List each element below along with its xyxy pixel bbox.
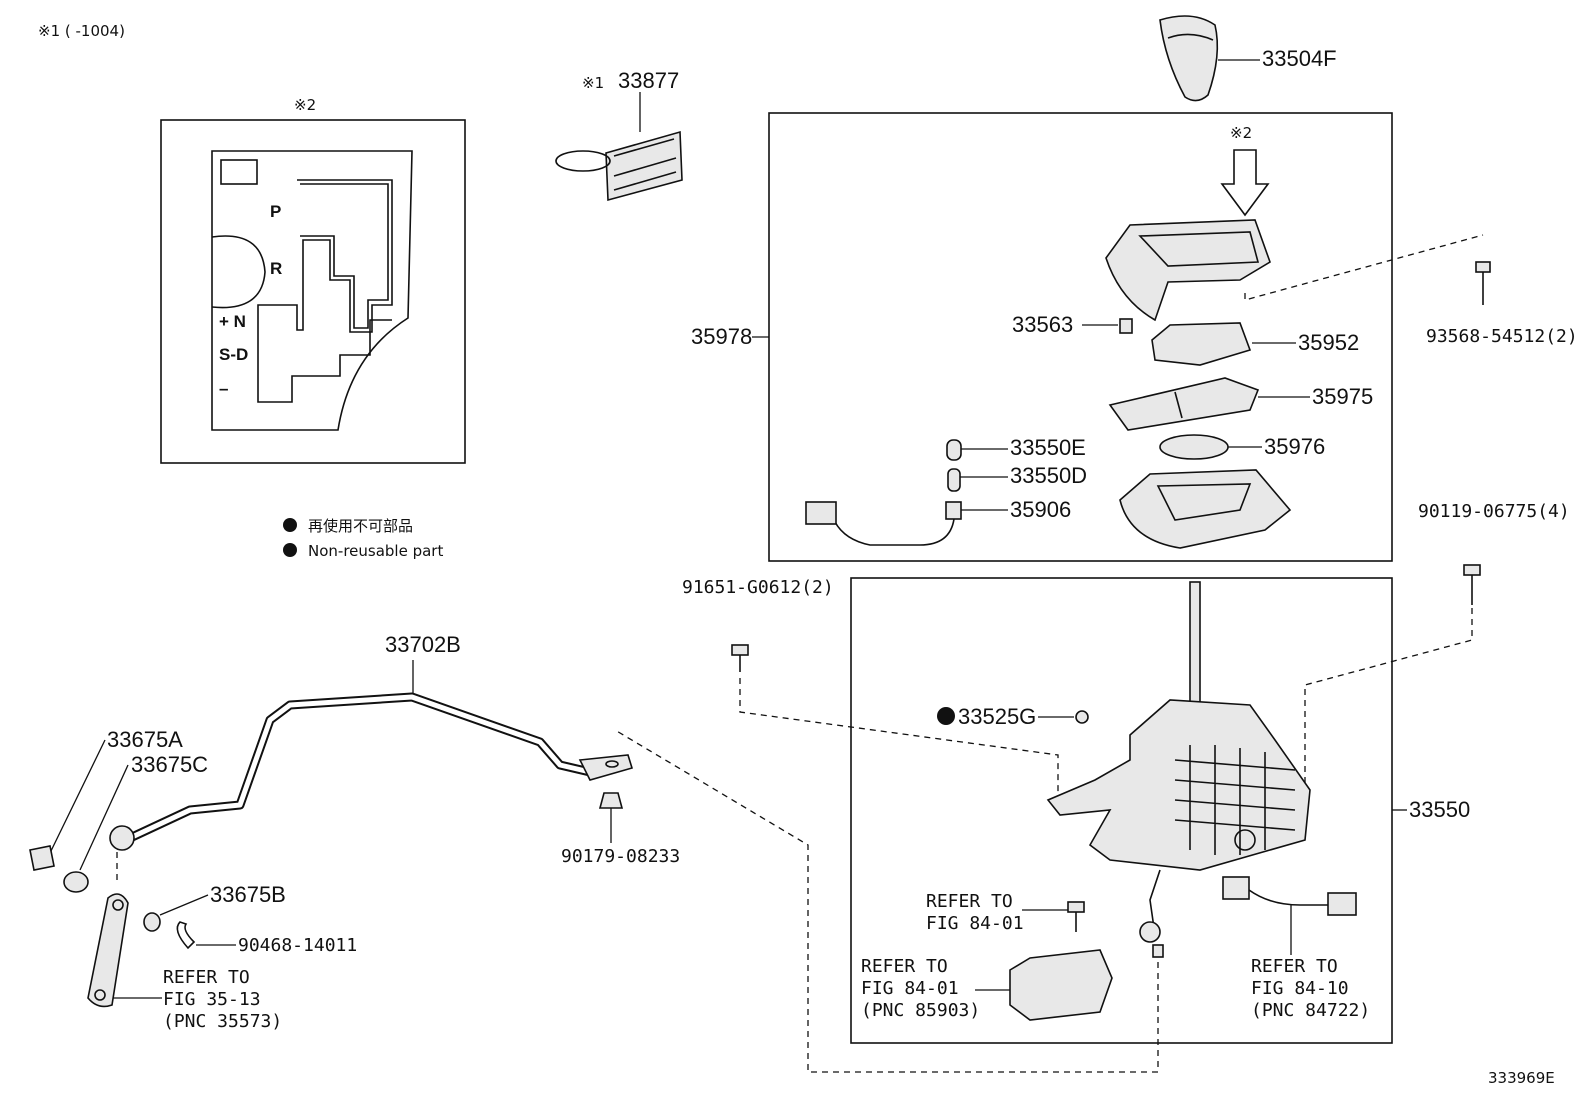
shift-lever-assembly xyxy=(1046,581,1311,958)
part-35952-shape xyxy=(1151,322,1252,366)
part-33550-label: 33550 xyxy=(1409,797,1470,822)
gate-knob-cutout xyxy=(211,235,266,309)
refer2-line1: REFER TO xyxy=(926,891,1013,912)
gate-pos-minus: – xyxy=(219,379,228,398)
note-1: ※1 ( -1004) xyxy=(38,22,125,40)
part-33877-label: 33877 xyxy=(618,68,679,93)
part-33675C-label: 33675C xyxy=(131,752,208,777)
part-33675C-shape xyxy=(63,871,89,893)
shift-gate-inset: ※2 P R + N S-D – xyxy=(160,96,466,464)
indicator-housing-shape xyxy=(1105,219,1271,322)
part-33525G-label: 33525G xyxy=(958,704,1036,729)
bolt-91651-icon xyxy=(731,644,749,656)
connector-84722-right xyxy=(1327,892,1357,916)
gate-mark: ※2 xyxy=(294,96,316,114)
part-93568-label: 93568-54512(2) xyxy=(1426,326,1578,347)
gate-slot-inner xyxy=(300,183,389,329)
part-33550D-shape xyxy=(947,468,961,492)
gate-indicator-window xyxy=(220,159,258,185)
part-35976-shape xyxy=(1159,434,1229,460)
bolt-90119-icon xyxy=(1463,564,1481,576)
nut-90179-icon xyxy=(598,792,624,809)
legend: 再使用不可部品 Non-reusable part xyxy=(283,517,443,560)
part-35978-label: 35978 xyxy=(691,324,752,349)
gate-inset-frame xyxy=(160,119,466,464)
part-35976-label: 35976 xyxy=(1264,434,1325,459)
part-90119-label: 90119-06775(4) xyxy=(1418,501,1570,522)
refer1-line1: REFER TO xyxy=(163,967,250,988)
down-arrow-icon xyxy=(1220,149,1270,217)
non-reusable-dot-icon xyxy=(283,543,297,557)
non-reusable-dot-icon xyxy=(937,707,955,725)
bolt-93568-icon xyxy=(1475,261,1491,273)
part-33675A-shape xyxy=(29,845,55,871)
gate-plate xyxy=(211,150,413,431)
refer4-line1: REFER TO xyxy=(1251,956,1338,977)
part-91651-label: 91651-G0612(2) xyxy=(682,577,834,598)
non-reusable-dot-icon xyxy=(283,518,297,532)
part-33504F: 33504F xyxy=(1159,15,1337,102)
part-33563-shape xyxy=(1119,318,1133,334)
part-35906-label: 35906 xyxy=(1010,497,1071,522)
part-35975-shape xyxy=(1108,377,1260,431)
lever-bracket-shape xyxy=(1046,699,1311,871)
part-33877-mark: ※1 xyxy=(582,74,604,92)
part-90179-label: 90179-08233 xyxy=(561,846,680,867)
gate-slot xyxy=(257,179,393,403)
part-35952-label: 35952 xyxy=(1298,330,1359,355)
part-33563-label: 33563 xyxy=(1012,312,1073,337)
base-plate-shape xyxy=(1119,469,1292,549)
cable-end-bracket xyxy=(578,754,634,781)
part-33877-clip xyxy=(555,150,611,172)
shift-knob-shape xyxy=(1159,15,1219,102)
part-35906-wire xyxy=(834,518,955,546)
refer3-line3: (PNC 85903) xyxy=(861,1000,980,1021)
legend-jp: 再使用不可部品 xyxy=(308,517,413,535)
part-85903-shape xyxy=(1009,949,1113,1021)
part-33877-shape xyxy=(605,130,683,202)
part-33702B-label: 33702B xyxy=(385,632,461,657)
part-90468-label: 90468-14011 xyxy=(238,935,357,956)
refer3-line2: FIG 84-01 xyxy=(861,978,959,999)
part-33675A-label: 33675A xyxy=(107,727,183,752)
part-33877: ※1 33877 xyxy=(555,68,683,202)
refer4-line2: FIG 84-10 xyxy=(1251,978,1349,999)
refer3-line1: REFER TO xyxy=(861,956,948,977)
wire-84722 xyxy=(1248,889,1328,906)
gate-pos-r: R xyxy=(270,259,282,278)
arrow-mark: ※2 xyxy=(1230,124,1252,142)
part-35975-label: 35975 xyxy=(1312,384,1373,409)
part-35906-socket xyxy=(945,501,962,520)
gate-pos-p: P xyxy=(270,202,281,221)
refer1-line2: FIG 35-13 xyxy=(163,989,261,1010)
gate-pos-sd: S-D xyxy=(219,345,248,364)
part-33550E-label: 33550E xyxy=(1010,435,1086,460)
shift-lever-rod xyxy=(1189,581,1201,718)
clip-90468-icon xyxy=(176,921,196,950)
connector-84722-left xyxy=(1222,876,1250,900)
gate-pos-n: + N xyxy=(219,312,246,331)
diagram-id: 333969E xyxy=(1488,1069,1555,1087)
part-33675B-label: 33675B xyxy=(210,882,286,907)
part-33525G-shape xyxy=(1075,710,1089,724)
screw-84-01-icon xyxy=(1067,901,1085,913)
part-33702B: 33702B xyxy=(109,632,634,851)
refer1-line3: (PNC 35573) xyxy=(163,1011,282,1032)
refer4-line3: (PNC 84722) xyxy=(1251,1000,1370,1021)
refer2-line2: FIG 84-01 xyxy=(926,913,1024,934)
part-33550D-label: 33550D xyxy=(1010,463,1087,488)
legend-en: Non-reusable part xyxy=(308,542,443,560)
lever-35573-shape xyxy=(87,893,129,1008)
part-33675B-shape xyxy=(143,912,161,932)
part-35906-connector xyxy=(805,501,837,525)
part-33550E-shape xyxy=(946,439,962,461)
cable-end-eye xyxy=(109,825,135,851)
part-33504F-label: 33504F xyxy=(1262,46,1337,71)
